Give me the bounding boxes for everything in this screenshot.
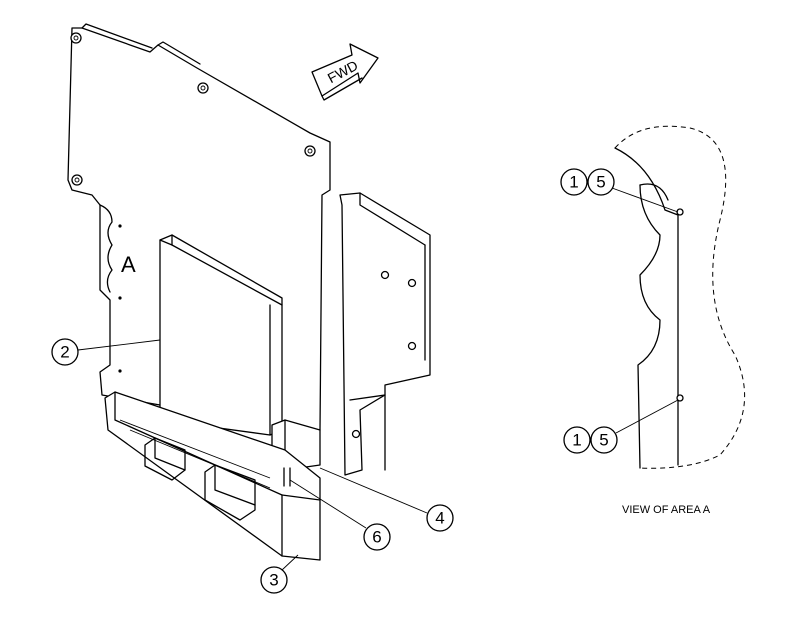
svg-text:1: 1 [572,431,581,450]
callout-1-lower: 1 [563,426,591,454]
callout-2: 2 [51,338,161,366]
plate-bolt [71,174,83,186]
callout-4: 4 [319,467,454,532]
plate-bolt [70,32,82,44]
plate-bolt [304,145,316,157]
callout-5-upper: 5 [587,168,679,213]
callout-3: 3 [260,554,299,594]
svg-text:2: 2 [60,343,69,362]
callout-1-upper: 1 [560,168,588,196]
main-assembly [67,23,431,561]
bottom-tray [104,391,321,561]
svg-text:4: 4 [435,509,444,528]
svg-text:5: 5 [596,173,605,192]
svg-text:6: 6 [372,528,381,547]
fwd-arrow-icon: FWD [311,43,379,101]
detail-view [614,125,746,469]
svg-text:1: 1 [569,173,578,192]
callout-5-lower: 5 [590,399,679,454]
plate-bolt [197,82,209,94]
svg-text:5: 5 [599,431,608,450]
area-label: A [121,252,136,277]
callout-6: 6 [289,479,391,551]
view-caption: VIEW OF AREA A [622,504,711,516]
svg-text:3: 3 [269,571,278,590]
